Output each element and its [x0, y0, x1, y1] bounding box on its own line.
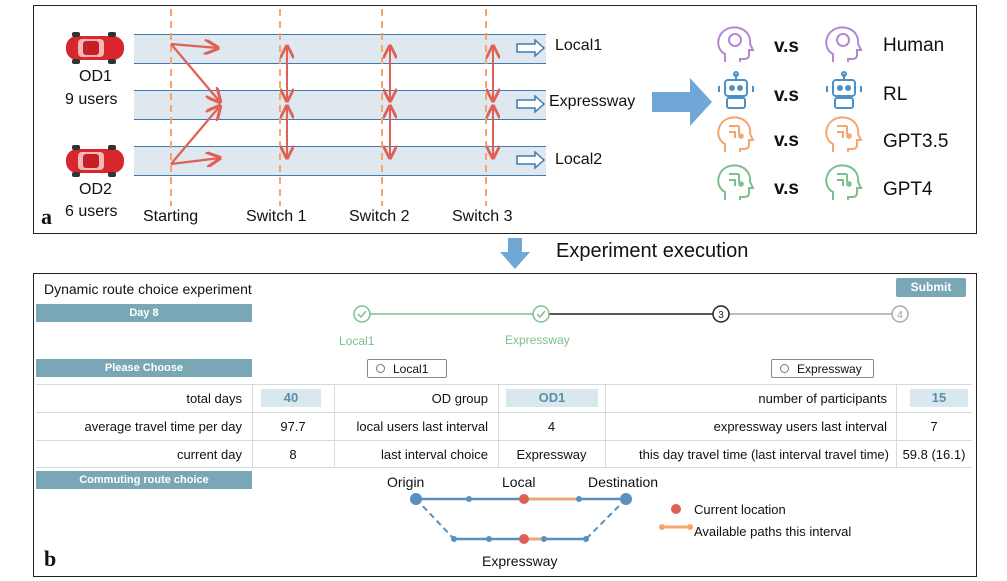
lane-expressway — [134, 90, 546, 120]
panel-a: OD1 9 users OD2 6 users Starting Switch … — [33, 5, 977, 234]
step-4-circle — [891, 305, 909, 323]
app-title: Dynamic route choice experiment — [44, 281, 252, 297]
big-arrow-icon — [652, 78, 712, 126]
commuting-header: Commuting route choice — [36, 471, 252, 489]
step-3-circle — [712, 305, 730, 323]
transition-label: Experiment execution — [556, 240, 749, 262]
od1-to-express-arrow — [170, 43, 220, 102]
lane-local1 — [134, 34, 546, 64]
total-days-value: 40 — [261, 389, 321, 407]
avg-time-label: average travel time per day — [84, 419, 242, 434]
vs-label: v.s — [774, 85, 800, 106]
od2-to-local2-arrow — [170, 158, 220, 164]
vs-label: v.s — [774, 178, 800, 199]
current-day-label: current day — [176, 447, 242, 462]
local-users-label: local users last interval — [356, 419, 489, 434]
ai-head-icon — [717, 116, 755, 152]
od1-users: 9 users — [65, 91, 118, 108]
legend-markers — [659, 504, 693, 530]
participants-label: number of participants — [758, 391, 887, 406]
time-switch2: Switch 2 — [349, 208, 410, 225]
day-header: Day 8 — [36, 304, 252, 322]
avg-time-value: 97.7 — [280, 419, 306, 434]
express-users-value: 7 — [930, 419, 938, 434]
step-2-label: Expressway — [505, 333, 570, 347]
ai-head-icon — [825, 116, 863, 152]
legend-current-label: Current location — [694, 502, 786, 517]
od-group-label: OD group — [431, 391, 488, 406]
ai-head-icon — [717, 164, 755, 200]
node-origin: Origin — [387, 474, 425, 490]
step-check-icon — [532, 305, 550, 323]
agent-gpt4: GPT4 — [883, 179, 933, 200]
ai-head-icon — [825, 164, 863, 200]
od2-to-express-arrow — [170, 106, 220, 165]
express-arrow-icon — [516, 94, 546, 114]
legend-current-icon — [671, 504, 681, 514]
agent-human: Human — [883, 35, 945, 56]
local2-arrow-icon — [516, 150, 546, 170]
route-diagram — [66, 9, 863, 206]
radio-icon — [780, 364, 789, 373]
step-4-number: 4 — [897, 310, 903, 321]
route-network — [410, 493, 632, 544]
step-1-label: Local1 — [339, 334, 375, 348]
human-head-icon — [717, 26, 755, 62]
vs-label: v.s — [774, 36, 800, 57]
node-destination: Destination — [588, 474, 659, 490]
panel-letter-a: a — [41, 204, 52, 229]
od1-label: OD1 — [79, 68, 112, 85]
local1-arrow-icon — [516, 38, 546, 58]
express-users-label: expressway users last interval — [713, 419, 887, 434]
agent-gpt35: GPT3.5 — [883, 131, 949, 152]
last-choice-label: last interval choice — [381, 447, 488, 462]
time-switch3: Switch 3 — [452, 208, 513, 225]
participants-value: 15 — [910, 389, 968, 407]
od2-label: OD2 — [79, 181, 112, 198]
od2-users: 6 users — [65, 203, 118, 220]
travel-time-label: this day travel time (last interval trav… — [639, 447, 889, 462]
radio-icon — [376, 364, 385, 373]
agent-rl: RL — [883, 84, 908, 105]
last-choice-value: Expressway — [516, 447, 587, 462]
step-check-icon — [353, 305, 371, 323]
option-local1-label: Local1 — [393, 361, 429, 376]
progress-steps: 3 4 — [353, 305, 909, 323]
car-icon — [66, 145, 124, 177]
time-starting: Starting — [143, 208, 199, 225]
route-expressway: Expressway — [549, 93, 636, 110]
route-local2: Local2 — [555, 151, 603, 168]
panel-letter-b: b — [44, 546, 57, 571]
od1-to-local1-arrow — [170, 44, 218, 48]
step-3-number: 3 — [718, 310, 724, 321]
option-expressway[interactable]: Expressway — [771, 359, 874, 378]
travel-time-value: 59.8 (16.1) — [902, 447, 966, 462]
option-local1[interactable]: Local1 — [367, 359, 447, 378]
node-local: Local — [502, 474, 536, 490]
node-expressway: Expressway — [482, 553, 558, 569]
legend-paths-label: Available paths this interval — [694, 524, 852, 539]
human-head-icon — [825, 26, 863, 62]
down-arrow-icon — [500, 238, 530, 269]
option-expressway-label: Expressway — [797, 361, 862, 376]
total-days-label: total days — [186, 391, 242, 406]
panel-b: Dynamic route choice experiment Submit D… — [33, 273, 977, 577]
car-icon — [66, 32, 124, 64]
time-switch1: Switch 1 — [246, 208, 307, 225]
please-choose-header: Please Choose — [36, 359, 252, 377]
robot-icon — [826, 71, 862, 109]
robot-icon — [718, 71, 754, 109]
vs-label: v.s — [774, 130, 800, 151]
od-group-value: OD1 — [506, 389, 598, 407]
current-location-dot — [519, 494, 529, 504]
submit-button[interactable]: Submit — [896, 278, 966, 297]
route-local1: Local1 — [555, 37, 603, 54]
current-day-value: 8 — [289, 447, 297, 462]
local-users-value: 4 — [547, 419, 556, 434]
